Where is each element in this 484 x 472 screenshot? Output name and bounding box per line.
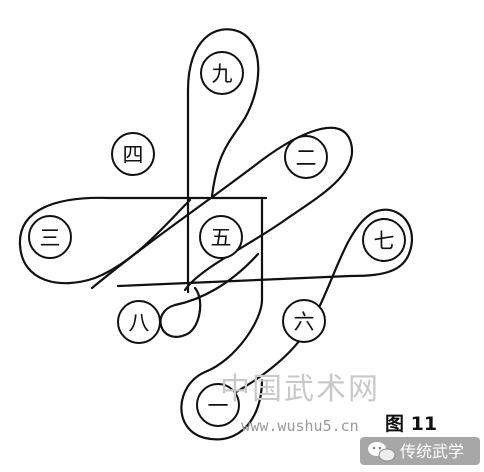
node-circle-si [111,132,155,176]
node-circle-er [284,135,328,179]
node-si: 四 [111,132,155,176]
watermark-url: www.wushu5.cn [241,417,358,435]
node-label-ba: 八 [129,311,150,335]
node-label-liu: 六 [294,310,315,334]
figure-label: 图 11 [385,413,437,435]
path-segment-ba-loop [159,252,260,338]
node-qi: 七 [362,218,406,262]
node-liu: 六 [282,299,326,343]
node-yi: 一 [196,383,240,427]
node-er: 二 [284,135,328,179]
wechat-icon [368,442,396,462]
node-circle-san [28,215,72,259]
brand-text: 传统武学 [400,442,464,461]
node-circle-liu [282,299,326,343]
node-circle-qi [362,218,406,262]
path-lines [18,28,414,441]
path-segment-er-loop [90,126,354,292]
node-label-si: 四 [123,143,144,167]
brand-badge: 传统武学 [360,437,480,465]
path-segment-qi-loop [116,208,414,406]
node-label-qi: 七 [374,229,395,253]
nodes: 九 四 二 三 五 七 八 六 [28,51,406,427]
node-circle-ba [117,300,161,344]
node-circle-wu [199,215,243,259]
node-circle-yi [196,383,240,427]
path-segment-jiu-loop [186,28,260,294]
node-label-er: 二 [296,146,317,170]
node-san: 三 [28,215,72,259]
node-ba: 八 [117,300,161,344]
node-label-yi: 一 [208,394,229,418]
watermark-site-name: 中国武术网 [220,372,380,407]
node-label-wu: 五 [211,226,232,250]
node-circle-jiu [200,51,244,95]
node-jiu: 九 [200,51,244,95]
node-label-san: 三 [40,226,61,250]
node-label-jiu: 九 [212,62,233,86]
node-wu: 五 [199,215,243,259]
path-segment-san-loop [18,196,268,285]
path-segment-yi-loop [180,198,264,441]
